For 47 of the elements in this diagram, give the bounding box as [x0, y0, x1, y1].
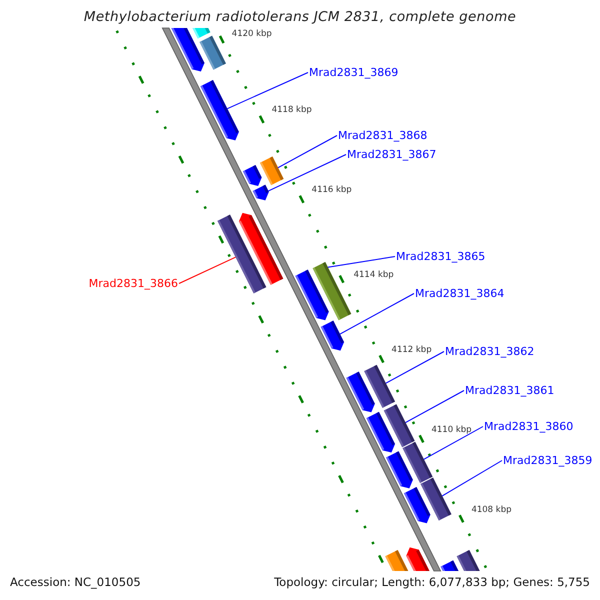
gene-label: Mrad2831_3859	[503, 454, 592, 467]
gene-label: Mrad2831_3867	[347, 148, 436, 161]
scale-label: 4110 kbp	[431, 424, 472, 435]
leader-line	[405, 390, 464, 424]
leader-line	[268, 154, 346, 192]
gene-block	[242, 165, 262, 186]
gene-block	[200, 80, 239, 140]
scale-label: 4118 kbp	[272, 105, 312, 116]
gene-label: Mrad2831_3869	[309, 66, 398, 79]
leader-line	[327, 256, 396, 268]
gene-block	[238, 212, 284, 285]
gene-bar	[456, 550, 480, 571]
leader-line	[385, 351, 444, 384]
scale-label: 4116 kbp	[312, 185, 352, 196]
gene-label: Mrad2831_3868	[338, 129, 428, 142]
gene-block	[440, 560, 458, 571]
gene-label: Mrad2831_3860	[484, 420, 574, 433]
scale-label: 4114 kbp	[354, 270, 394, 280]
gene-bar	[200, 36, 226, 70]
gene-block	[171, 28, 204, 72]
gene-bar	[364, 364, 396, 408]
gene-label: Mrad2831_3865	[396, 250, 486, 263]
gene-block	[252, 184, 269, 200]
gene-bar	[384, 404, 415, 448]
leader-line	[340, 293, 414, 335]
footer-info: Accession: NC_010505	[10, 575, 141, 589]
leader-line	[178, 256, 236, 284]
gene-block	[406, 547, 430, 571]
gene-bar	[312, 262, 352, 320]
gene-bar	[260, 156, 284, 186]
scale-label: 4120 kbp	[232, 28, 272, 39]
gene-bar	[192, 28, 210, 38]
gene-bar	[402, 442, 433, 483]
gene-label: Mrad2831_3861	[465, 384, 554, 397]
scale-label: 4108 kbp	[471, 504, 512, 515]
gene-label: Mrad2831_3866	[88, 277, 178, 290]
leader-line	[278, 135, 338, 168]
footer-info: Topology: circular; Length: 6,077,833 bp; Genes: 5,755	[274, 575, 590, 589]
gene-label: Mrad2831_3862	[445, 345, 534, 358]
gene-bar	[420, 478, 452, 521]
gene-label: Mrad2831_3864	[415, 287, 504, 300]
gene-block	[320, 320, 344, 351]
leader-line	[423, 426, 484, 460]
title: Methylobacterium radiotolerans JCM 2831, complete genome	[82, 8, 518, 26]
scale-label: 4112 kbp	[392, 345, 432, 355]
gene-bar	[385, 550, 408, 571]
leader-line	[226, 72, 308, 110]
